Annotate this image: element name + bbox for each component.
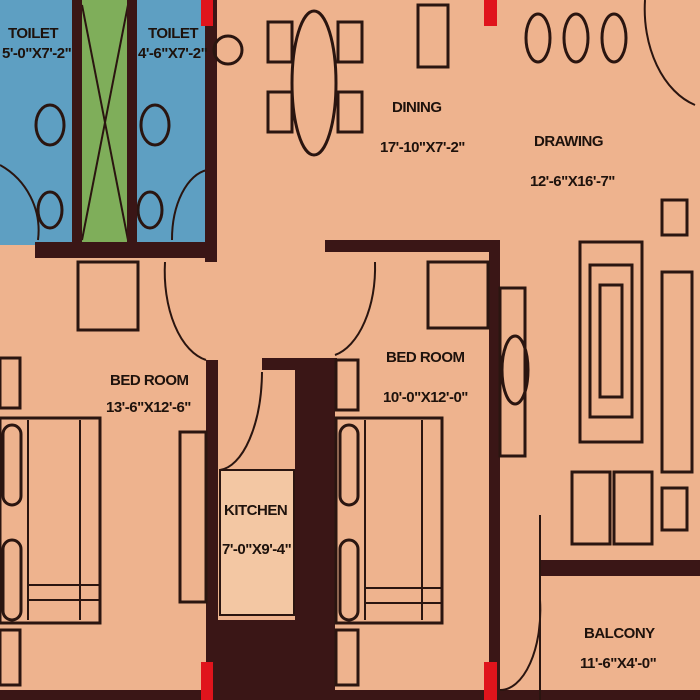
wall-accents — [201, 0, 497, 700]
svg-text:BED ROOM: BED ROOM — [110, 372, 189, 389]
svg-text:4'-6"X7'-2": 4'-6"X7'-2" — [138, 45, 208, 62]
kitchen-platform — [219, 469, 295, 616]
svg-text:11'-6"X4'-0": 11'-6"X4'-0" — [580, 655, 657, 672]
svg-text:DRAWING: DRAWING — [534, 133, 603, 150]
washbasin-icon — [136, 190, 164, 230]
dining-table-icon — [212, 3, 450, 157]
svg-text:12'-6"X16'-7": 12'-6"X16'-7" — [530, 173, 615, 190]
svg-text:TOILET: TOILET — [8, 25, 58, 42]
svg-text:DINING: DINING — [392, 99, 442, 116]
shaft-cross-line — [81, 4, 129, 241]
room-label-balcony: BALCONY 11'-6"X4'-0" — [580, 625, 657, 672]
door-swing — [0, 164, 40, 241]
room-label-toilet-2: TOILET 4'-6"X7'-2" — [138, 25, 208, 62]
svg-text:BED ROOM: BED ROOM — [386, 349, 465, 366]
room-label-bedroom-1: BED ROOM 13'-6"X12'-6" — [106, 372, 192, 416]
door-swing — [170, 169, 208, 241]
svg-text:17'-10"X7'-2": 17'-10"X7'-2" — [380, 139, 465, 156]
svg-text:13'-6"X12'-6": 13'-6"X12'-6" — [106, 399, 191, 416]
toilet-2-area — [135, 0, 207, 245]
decor-circles-icon — [524, 0, 696, 106]
wc-icon — [34, 103, 66, 147]
room-label-kitchen: KITCHEN 7'-0"X9'-4" — [222, 502, 292, 558]
wc-icon — [139, 103, 171, 147]
svg-text:KITCHEN: KITCHEN — [224, 502, 287, 519]
svg-text:TOILET: TOILET — [148, 25, 198, 42]
room-label-dining: DINING 17'-10"X7'-2" — [380, 99, 466, 156]
bed-1-icon — [0, 260, 208, 687]
svg-text:BALCONY: BALCONY — [584, 625, 655, 642]
washbasin-icon — [36, 190, 64, 230]
svg-text:7'-0"X9'-4": 7'-0"X9'-4" — [222, 541, 292, 558]
bed-2-icon — [219, 260, 490, 687]
room-label-bedroom-2: BED ROOM 10'-0"X12'-0" — [383, 349, 469, 406]
room-label-drawing: DRAWING 12'-6"X16'-7" — [530, 133, 616, 190]
svg-text:10'-0"X12'-0": 10'-0"X12'-0" — [383, 389, 468, 406]
svg-text:5'-0"X7'-2": 5'-0"X7'-2" — [2, 45, 72, 62]
room-label-toilet-1: TOILET 5'-0"X7'-2" — [2, 25, 72, 62]
balcony-door-swing — [499, 515, 542, 700]
sofa-set-icon — [498, 198, 694, 546]
